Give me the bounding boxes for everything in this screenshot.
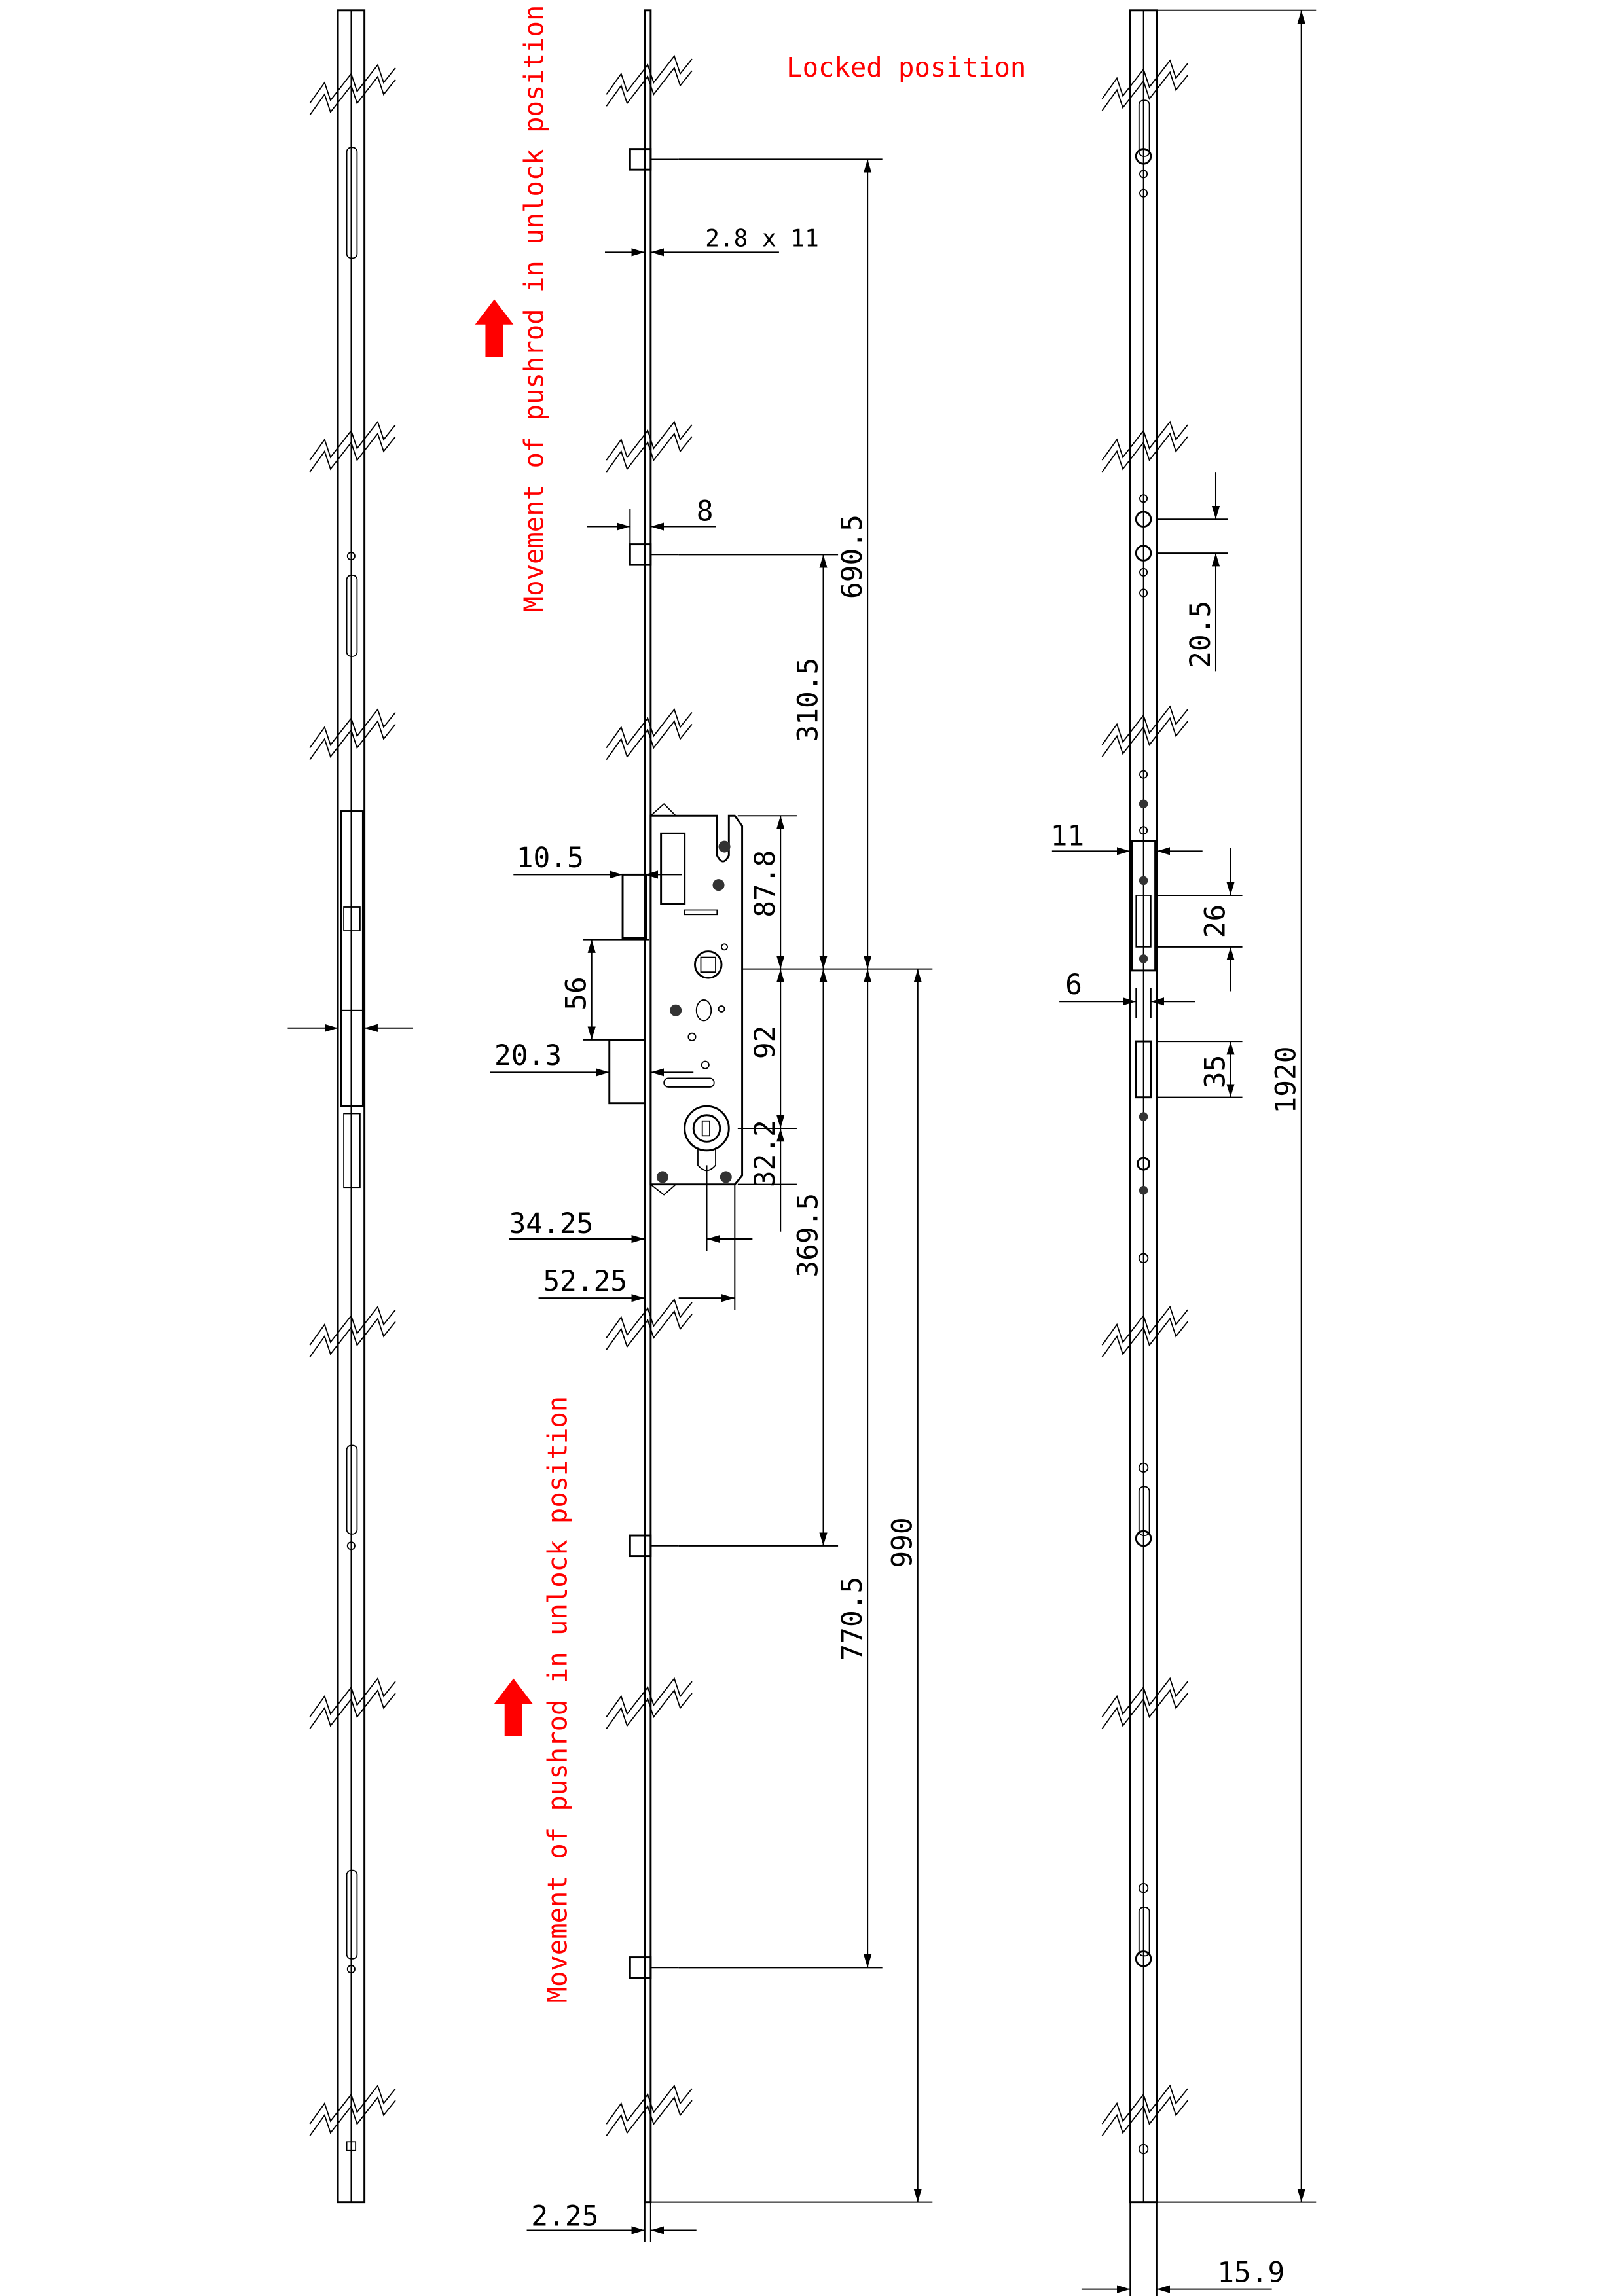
rear-view-dimensions (1051, 9, 1317, 2296)
dim-8: 8 (697, 495, 714, 528)
dim-87-8: 87.8 (749, 850, 782, 918)
dim-310-5: 310.5 (792, 658, 825, 742)
dim-34-25: 34.25 (509, 1208, 594, 1240)
movement-note-bottom: Movement of pushrod in unlock position (541, 1396, 573, 2003)
dim-rod-section: 2.8 x 11 (705, 224, 819, 252)
unlock-direction-arrow-bottom (494, 1678, 533, 1736)
dim-26: 26 (1199, 905, 1232, 939)
dim-92: 92 (749, 1026, 782, 1060)
movement-note-top: Movement of pushrod in unlock position (518, 5, 549, 613)
dim-6: 6 (1065, 969, 1082, 1001)
dim-35: 35 (1199, 1055, 1232, 1089)
dim-1920: 1920 (1270, 1046, 1303, 1113)
left-side-view (287, 9, 414, 2204)
dim-690-5: 690.5 (836, 514, 869, 599)
dim-52-25: 52.25 (543, 1265, 627, 1298)
dim-32-2: 32.2 (749, 1120, 782, 1187)
rear-view (1101, 9, 1189, 2204)
dim-770-5: 770.5 (836, 1577, 869, 1661)
dim-20-5: 20.5 (1184, 601, 1217, 668)
dim-2-25: 2.25 (531, 2200, 598, 2233)
front-view-dimensions (490, 158, 933, 2242)
dim-369-5: 369.5 (792, 1193, 825, 1278)
dim-10-5: 10.5 (517, 842, 584, 874)
dim-15-9: 15.9 (1217, 2256, 1285, 2289)
front-view (606, 9, 744, 2204)
view-title: Locked position (786, 52, 1026, 83)
dim-56: 56 (560, 977, 593, 1011)
dim-11: 11 (1051, 819, 1085, 852)
dim-20-3: 20.3 (494, 1039, 562, 1072)
dim-990: 990 (886, 1517, 919, 1568)
unlock-direction-arrow-top (475, 299, 514, 357)
